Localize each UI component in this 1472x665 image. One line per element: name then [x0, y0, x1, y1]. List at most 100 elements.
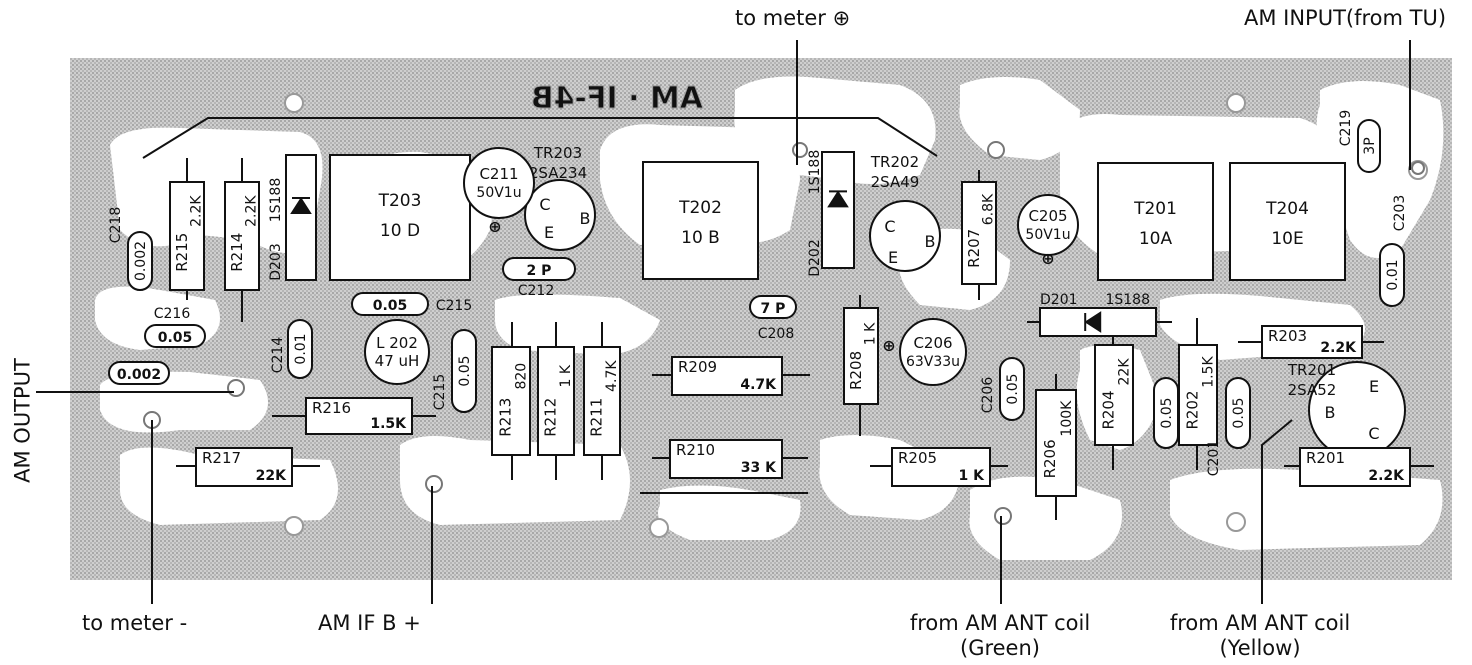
transistor-pin: E [544, 223, 554, 242]
diode-part: 1S188 [1105, 292, 1150, 308]
capacitor-value: 0.05 [373, 298, 408, 314]
resistor-r216: R216 1.5K [305, 397, 413, 435]
resistor-value: 2.2K [244, 195, 260, 227]
capacitor-value: 3P [1362, 137, 1378, 154]
resistor-body [537, 346, 575, 456]
capacitor-unlabeled: 0.002 [108, 361, 170, 385]
inductor-body [364, 319, 430, 385]
resistor-value: 820 [514, 363, 530, 390]
diode-d203: D203 1S188 [268, 154, 317, 281]
resistor-value: 1.5K [1201, 355, 1217, 387]
transistor-ref: TR203 [533, 144, 582, 162]
capacitor-body [108, 361, 170, 385]
plus-circle-icon: ⊕ [832, 6, 851, 30]
resistor-ref: R209 [678, 358, 717, 376]
resistor-value: 33 K [741, 460, 777, 476]
electrolytic-ref: C206 [913, 334, 952, 352]
diode-part: 1S188 [268, 178, 284, 223]
capacitor-ref: C216 [154, 306, 191, 322]
capacitor-body [127, 231, 153, 291]
label-am-if-b-plus: AM IF B + [318, 611, 421, 635]
transistor-ref: TR201 [1287, 361, 1336, 379]
resistor-body [891, 447, 991, 487]
capacitor-value: 0.002 [133, 241, 149, 281]
capacitor-body [1357, 119, 1381, 173]
transistor-pin: C [1368, 424, 1379, 443]
resistor-value: 4.7K [740, 377, 777, 393]
resistor-body [669, 439, 783, 479]
diode-ref: D203 [268, 243, 284, 281]
resistor-body [1178, 344, 1218, 446]
resistor-value: 6.8K [981, 193, 997, 225]
transistor-part: 2SA234 [529, 164, 587, 182]
capacitor-value: 0.05 [1005, 373, 1021, 404]
diode-body [285, 154, 317, 281]
capacitor-c216: 0.05 C216 [144, 306, 206, 348]
electrolytic-body [1017, 194, 1079, 256]
board-title: AM · IF-4B [531, 81, 703, 116]
transformer-body [642, 161, 759, 280]
resistor-ref: R213 [496, 398, 514, 437]
polarity-plus-icon: ⊕ [882, 336, 895, 355]
capacitor-unlabeled: 0.05 [1153, 377, 1179, 449]
label-from-ant-green: from AM ANT coil (Green) [909, 611, 1091, 660]
capacitor-value: 0.01 [1385, 259, 1401, 290]
resistor-ref: R202 [1183, 390, 1201, 429]
capacitor-ref: C219 [1338, 110, 1354, 147]
label-am-output: AM OUTPUT [10, 358, 35, 483]
capacitor-ref: C203 [1392, 195, 1408, 232]
transformer-ref: T204 [1265, 199, 1309, 219]
capacitor-ref: C212 [518, 283, 555, 299]
resistor-body [1299, 447, 1411, 487]
resistor-body [1035, 389, 1077, 497]
capacitor-ref: C208 [758, 326, 795, 342]
electrolytic-body [899, 318, 967, 386]
transformer-value: 10 D [380, 221, 420, 241]
capacitor-body [749, 295, 797, 319]
capacitor-c203: 0.01 C203 [1379, 195, 1408, 307]
jumper-wires [142, 117, 938, 494]
resistor-body [961, 181, 997, 285]
transistor-pin: B [1325, 403, 1336, 422]
capacitor-value: 0.05 [158, 330, 193, 346]
resistor-value: 1 K [558, 364, 574, 387]
capacitor-ref: C215 [432, 374, 448, 411]
transistor-ref: TR202 [870, 153, 919, 171]
transformer-ref: T201 [1133, 199, 1177, 219]
leader-lines [36, 40, 1411, 604]
transistor-pin: C [884, 217, 895, 236]
diode-part: 1S188 [807, 150, 823, 195]
resistor-body [671, 356, 783, 396]
transformer-ref: T202 [678, 198, 722, 218]
transistor-pin: E [888, 248, 898, 267]
resistor-ref: R203 [1268, 327, 1307, 345]
resistor-r207: R207 6.8K [961, 181, 997, 285]
resistor-ref: R216 [312, 399, 351, 417]
resistor-value: 1 K [863, 322, 879, 345]
capacitor-value: 0.05 [1231, 397, 1247, 428]
resistor-ref: R206 [1041, 439, 1059, 478]
electrolytic-ref: C211 [479, 165, 518, 183]
capacitor-body [144, 324, 206, 348]
capacitor-body [451, 329, 477, 413]
resistor-value: 1.5K [370, 416, 407, 432]
resistor-ref: R207 [965, 229, 983, 268]
resistor-ref: R201 [1306, 449, 1345, 467]
